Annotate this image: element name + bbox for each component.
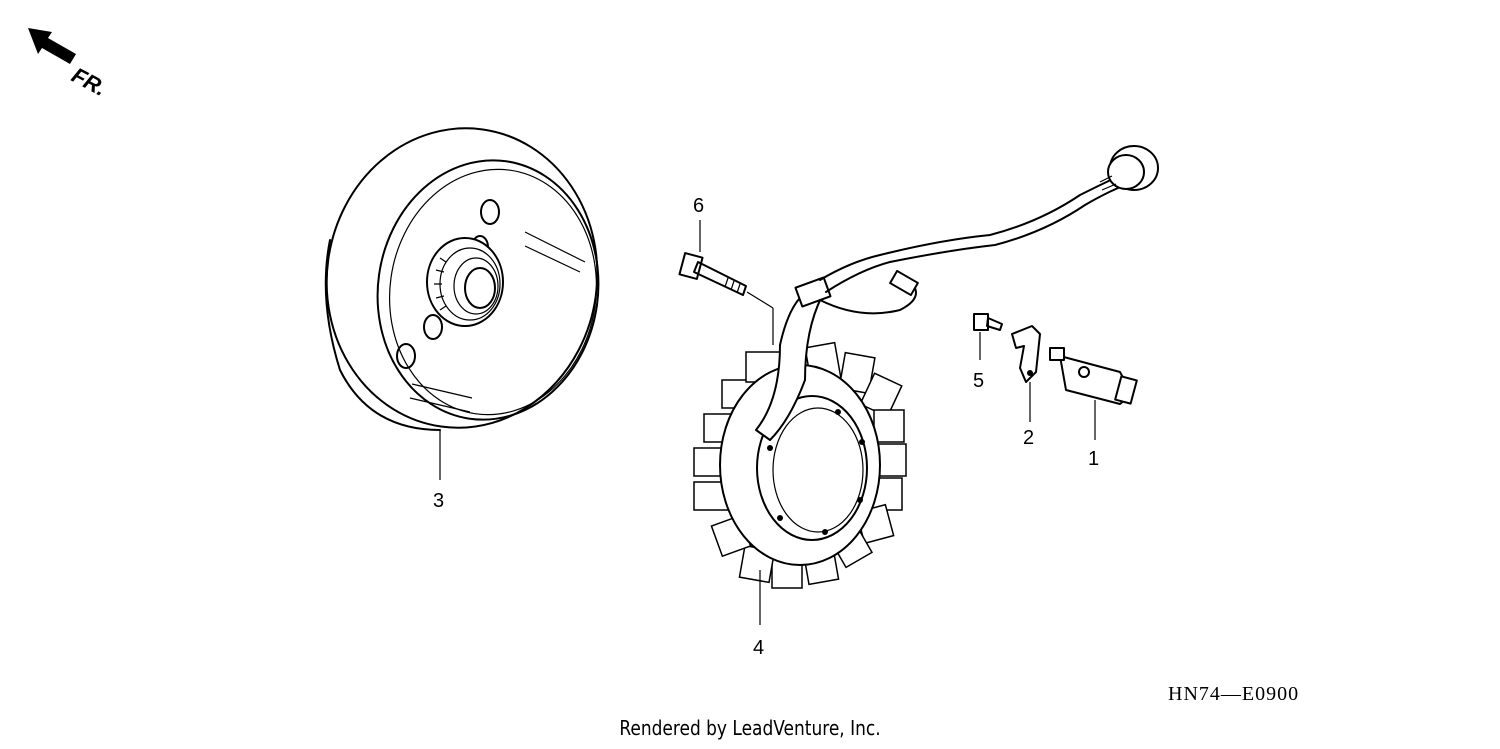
callout-1: 1 [1088, 448, 1099, 470]
flywheel-rotor[interactable] [307, 111, 616, 446]
callout-4: 4 [753, 637, 764, 659]
stator-bolt[interactable] [678, 252, 747, 296]
credit-text: Rendered by LeadVenture, Inc. [619, 716, 881, 740]
pulser-sensor[interactable] [1049, 347, 1138, 405]
callout-2: 2 [1023, 427, 1034, 449]
screw[interactable] [973, 313, 1003, 331]
diagram-code: HN74—E0900 [1168, 683, 1300, 705]
bracket[interactable] [1011, 325, 1041, 383]
direction-label: FR. [68, 62, 111, 101]
callout-5: 5 [973, 370, 984, 392]
stator[interactable] [693, 145, 1159, 589]
callout-6: 6 [693, 195, 704, 217]
callout-3: 3 [433, 490, 444, 512]
front-arrow-icon: FR. [28, 28, 111, 101]
